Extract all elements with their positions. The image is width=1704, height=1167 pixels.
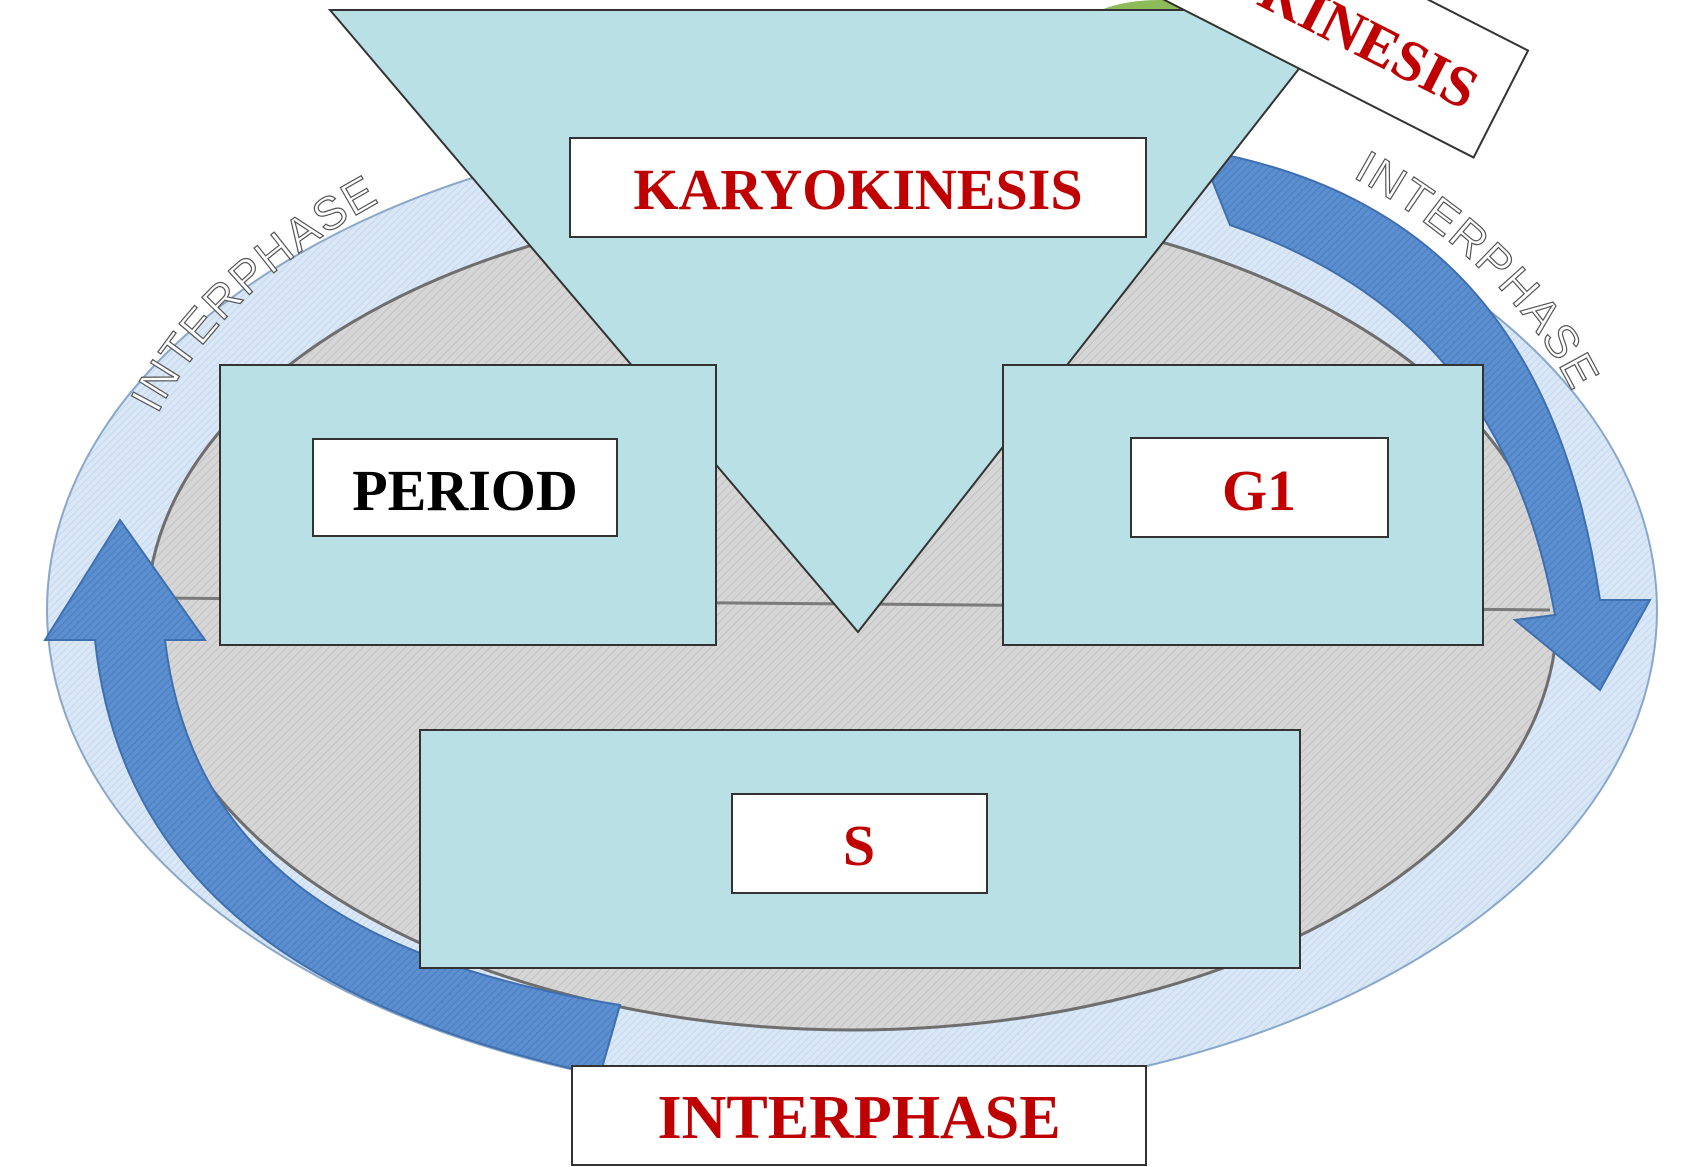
left-cycle-arrow: [43, 518, 622, 1077]
karyokinesis-box: KARYOKINESIS: [569, 137, 1147, 238]
s-label: S: [843, 813, 875, 878]
interphase-box: INTERPHASE: [571, 1065, 1147, 1166]
right-cycle-arrow: [1198, 148, 1652, 692]
middle-panel: S: [419, 729, 1301, 969]
karyokinesis-label: KARYOKINESIS: [633, 157, 1082, 222]
right-panel: G1: [1002, 364, 1484, 646]
left-panel: PERIOD: [219, 364, 717, 646]
period-label: PERIOD: [352, 458, 578, 523]
g1-label: G1: [1222, 458, 1296, 523]
interphase-label: INTERPHASE: [657, 1084, 1060, 1152]
